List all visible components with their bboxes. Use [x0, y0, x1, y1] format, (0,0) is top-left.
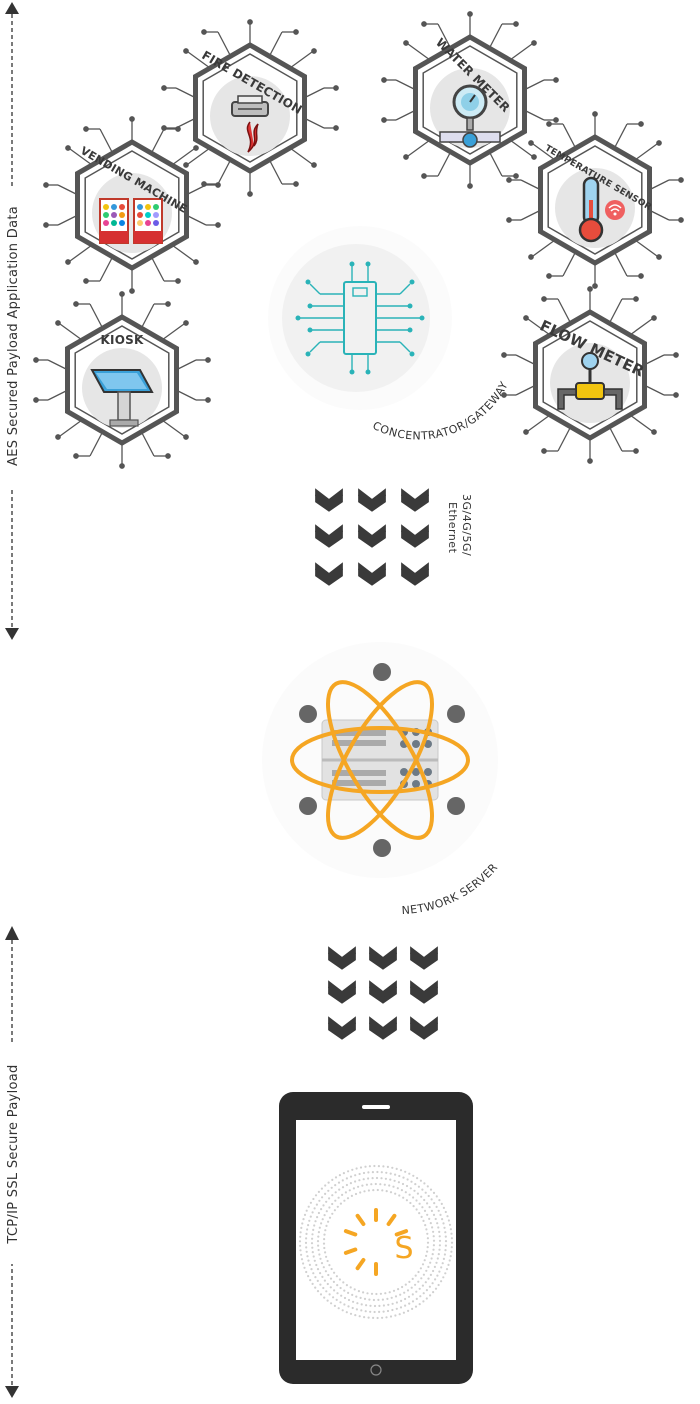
app-logo-icon	[343, 1208, 409, 1276]
orbit-nodes	[299, 663, 465, 857]
power-button-icon	[370, 1364, 382, 1376]
water-meter-icon	[439, 84, 501, 148]
device-label: KIOSK	[101, 333, 144, 347]
aes-secured-arrow	[5, 2, 19, 640]
app-logo-letter: S	[394, 1231, 413, 1266]
device-vending-machine: VENDING MACHINE	[44, 117, 220, 293]
server-rack-icon	[321, 719, 439, 801]
device-fire-detection: FIRE DETECTION	[162, 20, 338, 196]
device-flow-meter: FLOW METER	[502, 287, 678, 463]
device-kiosk: KIOSK	[34, 292, 210, 468]
down-chevrons-2	[328, 946, 438, 1040]
tablet-device: S	[279, 1092, 473, 1384]
orbit-rings	[290, 680, 470, 840]
device-water-meter: WATER METER	[382, 12, 558, 188]
flow-meter-icon	[557, 352, 623, 410]
circuit-chip-icon	[295, 261, 425, 375]
thermometer-icon	[578, 176, 625, 243]
dotted-halo	[298, 1164, 454, 1320]
vending-machine-icon	[99, 198, 163, 244]
tcp-ssl-label: TCP/IP SSL Secure Payload	[6, 1064, 21, 1244]
kiosk-icon	[90, 369, 154, 427]
gateway-node	[268, 226, 452, 410]
smoke-detector-icon	[231, 95, 269, 153]
network-server-node	[262, 642, 498, 878]
connection-type-label-2: Ethernet	[446, 502, 459, 554]
connection-type-label: 3G/4G/5G/	[460, 494, 473, 556]
down-chevrons-1	[315, 488, 429, 586]
device-temperature-sensor: TEMPERATURE SENSOR	[507, 112, 683, 288]
aes-secured-label: AES Secured Payload Application Data	[6, 206, 21, 466]
